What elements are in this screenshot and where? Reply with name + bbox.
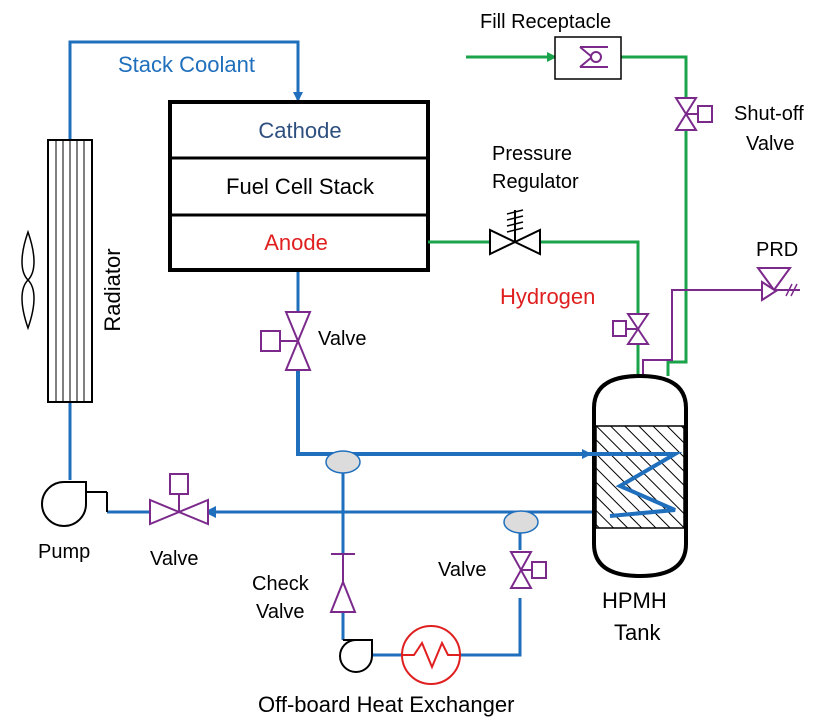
check-valve-icon (329, 553, 357, 613)
prd-line (642, 289, 762, 376)
fuel-cell-stack: Cathode Fuel Cell Stack Anode (168, 100, 430, 272)
return-arrow-head (204, 506, 216, 518)
gate-valve-icon (260, 311, 312, 371)
offboard-hx-label: Off-board Heat Exchanger (258, 692, 514, 717)
pump-icon (339, 639, 373, 673)
stack-coolant-label: Stack Coolant (118, 52, 255, 77)
hpmh-tank (590, 373, 688, 579)
tank-label-2: Tank (614, 620, 661, 645)
gate-valve-icon (612, 313, 650, 345)
quick-connect-right (503, 510, 539, 534)
fill-receptacle-icon (554, 36, 622, 80)
tank-label-1: HPMH (602, 588, 667, 613)
prd-label: PRD (756, 239, 798, 261)
hydrogen-lines (428, 52, 688, 376)
pump-label: Pump (38, 541, 90, 563)
anode-label: Anode (264, 230, 328, 255)
prd-icon (756, 267, 800, 302)
hx-valve-label: Valve (438, 559, 487, 581)
radiator: Radiator (21, 139, 125, 403)
fill-receptacle-label: Fill Receptacle (480, 11, 611, 33)
quick-connect-left (325, 450, 361, 474)
stack-box (168, 100, 430, 272)
radiator-fan-icon (21, 229, 35, 331)
pressure-regulator-label-1: Pressure (492, 143, 572, 165)
pump-icon (41, 481, 108, 527)
stack-valve-label: Valve (318, 328, 367, 350)
cathode-label: Cathode (258, 118, 341, 143)
receptacle-out-line (621, 55, 688, 98)
shutoff-valve-label-1: Shut-off (734, 103, 804, 125)
radiator-label: Radiator (100, 248, 125, 331)
hydrogen-label: Hydrogen (500, 284, 595, 309)
prd-inner-line (642, 289, 680, 376)
regulator-to-valve-line (540, 240, 640, 318)
pump-valve-label: Valve (150, 548, 199, 570)
pressure-regulator-label-2: Regulator (492, 171, 579, 193)
coolant-supply-line (68, 40, 303, 140)
check-valve-label-1: Check (252, 573, 310, 595)
fuel-cell-stack-label: Fuel Cell Stack (226, 174, 375, 199)
check-valve-label-2: Valve (256, 601, 305, 623)
gate-valve-icon (509, 551, 547, 589)
valve-to-tank-line (296, 370, 592, 459)
tank-coil-overlay (590, 452, 683, 518)
hx-exchanger-out (460, 598, 522, 657)
shutoff-to-tank-line (666, 130, 688, 376)
shutoff-valve-label-2: Valve (746, 133, 795, 155)
heat-exchanger-icon (401, 625, 461, 685)
pressure-regulator-icon (489, 209, 541, 256)
gate-valve-icon (674, 97, 713, 131)
gate-valve-icon (149, 473, 209, 526)
